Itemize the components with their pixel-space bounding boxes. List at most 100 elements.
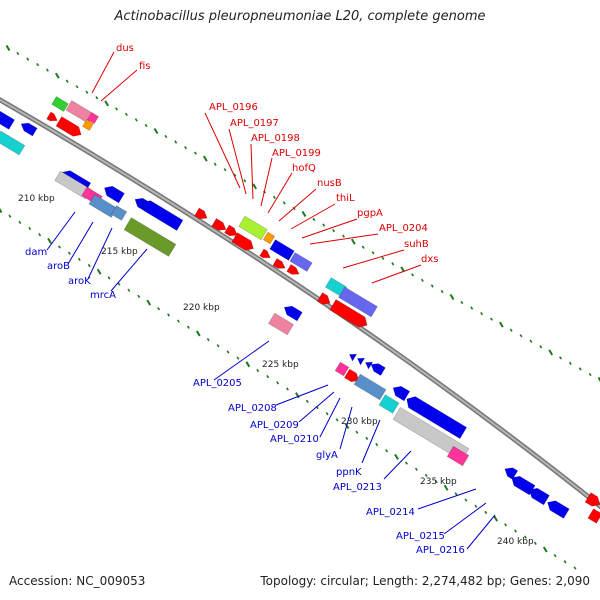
scale-ticks [0, 44, 600, 570]
gene-body [289, 252, 313, 272]
gene-label-apl-0208: APL_0208 [228, 403, 277, 414]
leader-line [228, 128, 247, 195]
tick-mark [104, 100, 110, 107]
tick-mark [449, 293, 455, 301]
tick-mark [434, 479, 438, 484]
gene-label-apl-0196: APL_0196 [209, 102, 258, 113]
gene-feature [329, 299, 368, 328]
gene-feature [104, 185, 125, 204]
tick-mark [282, 201, 286, 205]
gene-feature [587, 508, 600, 524]
scale-label: 235 kbp [420, 477, 457, 487]
leader-line [309, 233, 379, 245]
gene-body [269, 239, 295, 261]
gene-feature [141, 200, 184, 231]
tick-mark [542, 546, 548, 553]
tick-mark [411, 273, 414, 277]
leader-line [260, 157, 273, 207]
tick-mark [67, 251, 71, 255]
gene-body [46, 111, 58, 122]
gene-feature [262, 231, 276, 245]
gene-feature [529, 487, 550, 506]
gene-feature [283, 305, 303, 322]
tick-mark [134, 118, 138, 122]
scale-label: 230 kbp [341, 417, 378, 427]
gene-body [370, 363, 386, 376]
tick-mark [312, 217, 316, 222]
gene-body [104, 185, 125, 204]
tick-mark [490, 317, 493, 321]
gene-body [338, 286, 378, 318]
tick-mark [440, 289, 444, 294]
tick-mark [342, 234, 345, 238]
tick-mark [361, 245, 365, 249]
tick-mark [213, 162, 217, 166]
gene-body [283, 305, 303, 322]
gene-feature [194, 207, 208, 220]
leader-line [87, 227, 113, 280]
scale-label: 215 kbp [101, 247, 138, 257]
gene-label-mrca: mrcA [90, 290, 116, 301]
gene-label-ppnk: ppnK [336, 467, 362, 478]
leader-line [91, 51, 115, 94]
tick-mark [47, 237, 52, 244]
gene-feature [88, 194, 118, 218]
tick-mark [523, 535, 527, 539]
gene-label-glya: glyA [316, 450, 338, 461]
tick-mark [548, 349, 554, 356]
leader-line [383, 450, 412, 480]
tick-mark [420, 278, 424, 283]
tick-mark [144, 123, 148, 128]
gene-body [224, 224, 238, 237]
tick-mark [252, 183, 258, 190]
leader-line [204, 112, 241, 189]
gene-label-fis: fis [139, 61, 151, 72]
tick-mark [202, 155, 208, 162]
gene-body [141, 200, 184, 231]
tick-mark [365, 436, 369, 441]
tick-mark [223, 168, 227, 172]
gene-feature [87, 112, 99, 124]
gene-feature [0, 110, 15, 130]
gene-body [0, 130, 26, 156]
gene-feature [238, 215, 268, 241]
tick-mark [8, 214, 12, 218]
accession-text: Accession: NC_009053 [9, 574, 146, 588]
tick-mark [243, 179, 247, 183]
gene-body [286, 264, 300, 275]
gene-label-apl-0216: APL_0216 [416, 545, 465, 556]
gene-feature [211, 218, 227, 231]
tick-mark [194, 151, 197, 155]
gene-feature [353, 373, 387, 401]
tick-mark [460, 300, 464, 305]
gene-body [529, 487, 550, 506]
tick-mark [559, 356, 562, 360]
gene-label-dam: dam [25, 247, 47, 258]
gene-feature [231, 232, 254, 251]
gene-feature [584, 492, 600, 507]
tick-mark [533, 541, 537, 545]
tick-mark [206, 337, 210, 342]
gene-body [329, 299, 368, 328]
tick-mark [195, 330, 201, 337]
tick-mark [75, 85, 79, 89]
gene-feature [289, 252, 313, 272]
tick-mark [414, 467, 418, 471]
gene-feature [344, 368, 360, 383]
tick-mark [519, 334, 523, 338]
tick-mark [124, 112, 128, 117]
gene-body [268, 312, 294, 336]
gene-feature [54, 170, 92, 200]
gene-body [392, 385, 411, 402]
tick-mark [236, 356, 240, 360]
gene-body [0, 110, 15, 130]
gene-label-suhb: suhB [404, 239, 429, 250]
tick-mark [276, 381, 280, 385]
tick-mark [509, 328, 513, 332]
gene-body [238, 215, 268, 241]
tick-mark [176, 319, 180, 323]
gene-body [87, 112, 99, 124]
tick-mark [563, 560, 567, 564]
gene-feature [269, 239, 295, 261]
tick-mark [96, 268, 102, 275]
